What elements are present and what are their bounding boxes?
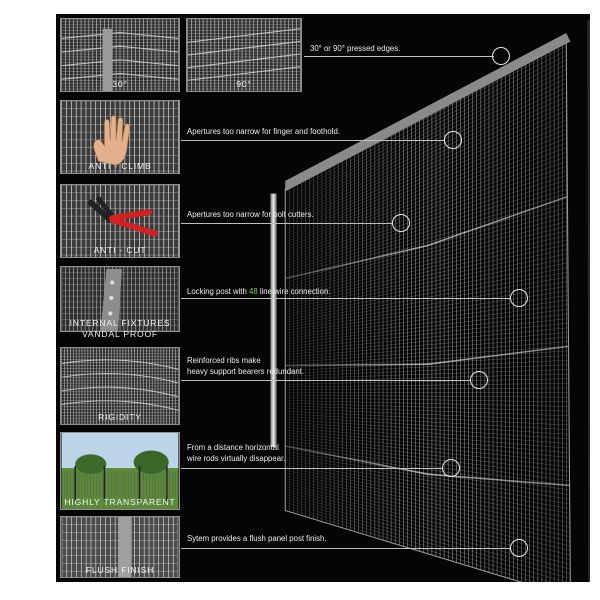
ring-flush xyxy=(510,539,528,557)
thumb-anti-cut: ANTI - CUT xyxy=(60,184,180,258)
thumb-flush-finish: FLUSH FINISH xyxy=(60,516,180,578)
thumb-90-degree: 90° xyxy=(186,18,302,92)
vandal-proof-label: VANDAL PROOF xyxy=(82,329,158,339)
callout-locking: Locking post with 48 line wire connectio… xyxy=(187,287,330,297)
internal-fixtures-label: INTERNAL FIXTURES xyxy=(69,318,171,328)
callout-line-distance xyxy=(181,468,443,469)
callout-ribs-1: Reinforced ribs make xyxy=(187,356,261,365)
locking-text-pre: Locking post with xyxy=(187,287,249,296)
ring-locking xyxy=(510,289,528,307)
flush-finish-image xyxy=(61,517,179,577)
flush-finish-label: FLUSH FINISH xyxy=(85,565,155,575)
thumb-rigidity: RIGIDITY xyxy=(60,347,180,425)
callout-distance-2: wire rods virtually disappear. xyxy=(187,454,286,463)
thumb-30-degree: 30° xyxy=(60,18,180,92)
ring-bolt xyxy=(392,214,410,232)
hand-on-mesh-image xyxy=(61,101,179,173)
thumb-anti-climb: ANTI - CLIMB xyxy=(60,100,180,174)
callout-line-edges xyxy=(304,56,494,57)
callout-line-finger xyxy=(181,140,445,141)
thumb-highly-transparent: HIGHLY TRANSPARENT xyxy=(60,432,180,510)
locking-text-post: line wire connection. xyxy=(257,287,331,296)
callout-line-bolt xyxy=(181,223,393,224)
highly-transparent-label: HIGHLY TRANSPARENT xyxy=(64,497,176,507)
callout-flush: Sytem provides a flush panel post finish… xyxy=(187,534,327,543)
thumb-90-label: 90° xyxy=(236,79,252,89)
locking-post xyxy=(270,193,277,448)
callout-finger: Apertures too narrow for finger and foot… xyxy=(187,127,340,136)
callout-distance-1: From a distance horizontal xyxy=(187,443,279,452)
hand-icon xyxy=(93,115,131,166)
bolt-cutter-image xyxy=(61,185,179,257)
thumb-internal-fixtures xyxy=(60,266,180,332)
dark-frame: 30° 90° ANTI - CLIMB xyxy=(56,14,590,582)
ring-edges xyxy=(492,47,510,65)
thumb-30-label: 30° xyxy=(112,79,128,89)
fixture-image xyxy=(61,267,179,331)
bolt-cutter-icon xyxy=(87,196,158,237)
callout-line-locking xyxy=(181,298,511,299)
ring-finger xyxy=(444,131,462,149)
callout-ribs-2: heavy support bearers redundant. xyxy=(187,367,305,376)
mesh-30-image xyxy=(61,19,179,91)
rigidity-label: RIGIDITY xyxy=(98,412,142,422)
fence-panel-illustration xyxy=(270,19,590,582)
transparent-fence-photo xyxy=(61,433,179,509)
locking-wire-count: 48 xyxy=(248,287,258,296)
rigidity-image xyxy=(61,348,179,424)
callout-edges: 30° or 90° pressed edges. xyxy=(310,44,401,53)
ring-distance xyxy=(442,459,460,477)
callout-bolt: Apertures too narrow for bolt cutters. xyxy=(187,210,314,219)
ring-ribs xyxy=(470,371,488,389)
mesh-90-image xyxy=(187,19,301,91)
callout-line-ribs xyxy=(181,380,471,381)
anti-climb-label: ANTI - CLIMB xyxy=(88,161,152,171)
anti-cut-label: ANTI - CUT xyxy=(93,245,147,255)
callout-line-flush xyxy=(181,548,511,549)
